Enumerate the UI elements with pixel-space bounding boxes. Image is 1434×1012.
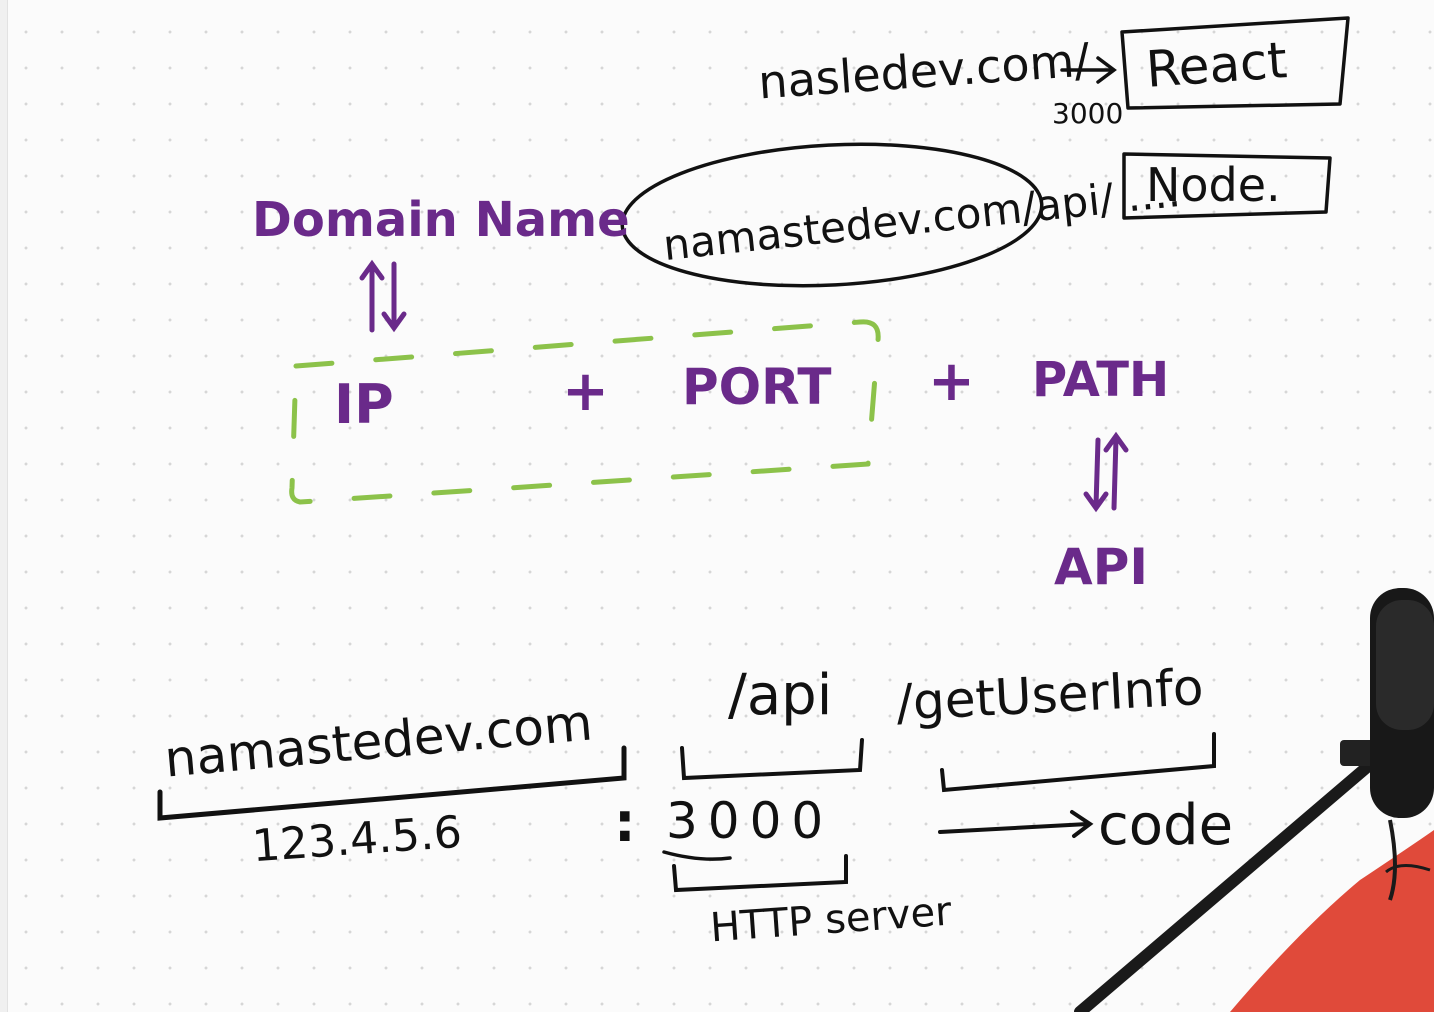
- userinfo-bracket: [940, 732, 1216, 793]
- react-label: React: [1144, 31, 1289, 99]
- domain-name-label: Domain Name: [252, 192, 630, 248]
- domain-bracket: [157, 745, 627, 821]
- code-text: code: [1098, 793, 1234, 858]
- node-box: [1122, 152, 1332, 220]
- userinfo-segment-text: /getUserInfo: [894, 657, 1205, 733]
- colon-separator: :: [614, 791, 636, 854]
- arrow-to-code: [938, 810, 1094, 838]
- plus-port-path: +: [928, 349, 975, 414]
- port-bracket: [672, 854, 848, 893]
- api-label: API: [1054, 538, 1148, 596]
- left-edge-strip: [0, 0, 8, 1012]
- port-number-text: 3000: [666, 792, 834, 850]
- ip-label: IP: [334, 373, 394, 436]
- node-label: Node.: [1146, 158, 1281, 212]
- react-box: [1120, 16, 1350, 110]
- ip-port-dashed-box: [289, 319, 881, 505]
- plus-ip-port: +: [562, 359, 609, 424]
- port-label: PORT: [682, 358, 832, 416]
- api-segment-text: /api: [728, 663, 833, 728]
- path-label: PATH: [1032, 352, 1170, 408]
- arrow-to-react: [1060, 56, 1117, 84]
- domain-ip-arrows: [359, 259, 407, 333]
- path-api-arrows: [1083, 431, 1129, 513]
- port-note: 3000: [1052, 97, 1124, 130]
- api-url-oval: [620, 142, 1044, 288]
- api-bracket: [680, 738, 864, 781]
- port-underline: [662, 850, 732, 861]
- microphone-icon: [1074, 588, 1434, 1012]
